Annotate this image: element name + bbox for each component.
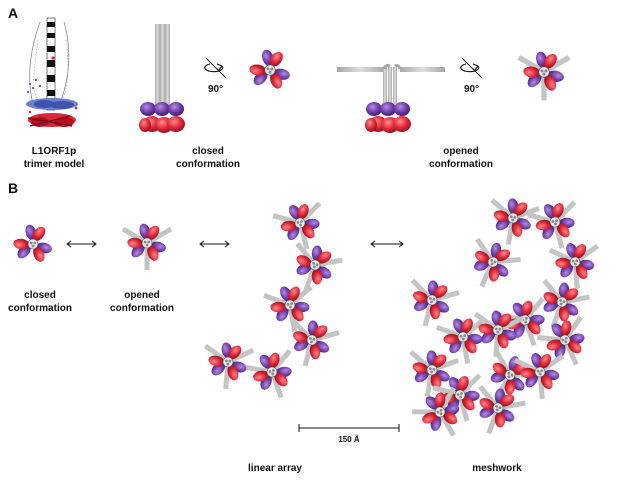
closed-top-view bbox=[245, 47, 294, 94]
closed-side-view bbox=[139, 24, 185, 133]
closed-trimer-b bbox=[10, 222, 57, 267]
closed-label-b-line1: closed bbox=[24, 290, 56, 301]
opened-trimer-b bbox=[123, 221, 171, 270]
scale-bar-label: 150 Å bbox=[338, 435, 360, 444]
rotation-label-1: 90° bbox=[208, 84, 223, 95]
linear-array bbox=[202, 195, 345, 405]
model-label-line2: trimer model bbox=[24, 159, 85, 170]
scale-bar bbox=[298, 424, 400, 432]
meshwork bbox=[402, 192, 601, 448]
opened-side-view bbox=[337, 63, 445, 133]
double-arrow-3 bbox=[370, 240, 404, 248]
trimer-ribbon-model bbox=[26, 17, 78, 127]
linear-array-label: linear array bbox=[248, 463, 302, 474]
opened-label-a-line2: conformation bbox=[429, 159, 493, 170]
closed-label-b-line2: conformation bbox=[8, 303, 72, 314]
model-label-line1: L1ORF1p bbox=[32, 146, 76, 157]
rotate-arrow-2 bbox=[460, 57, 483, 79]
double-arrow-2 bbox=[199, 240, 230, 248]
rotate-arrow-1 bbox=[204, 57, 227, 79]
meshwork-label: meshwork bbox=[472, 463, 522, 474]
double-arrow-1 bbox=[66, 240, 97, 248]
opened-label-b-line1: opened bbox=[124, 290, 160, 301]
closed-label-a-line1: closed bbox=[192, 146, 224, 157]
opened-top-view bbox=[519, 49, 569, 101]
rotation-label-2: 90° bbox=[464, 84, 479, 95]
opened-label-b-line2: conformation bbox=[110, 303, 174, 314]
panel-label-b: B bbox=[8, 180, 18, 196]
opened-label-a-line1: opened bbox=[443, 146, 479, 157]
closed-label-a-line2: conformation bbox=[176, 159, 240, 170]
panel-label-a: A bbox=[8, 5, 18, 21]
